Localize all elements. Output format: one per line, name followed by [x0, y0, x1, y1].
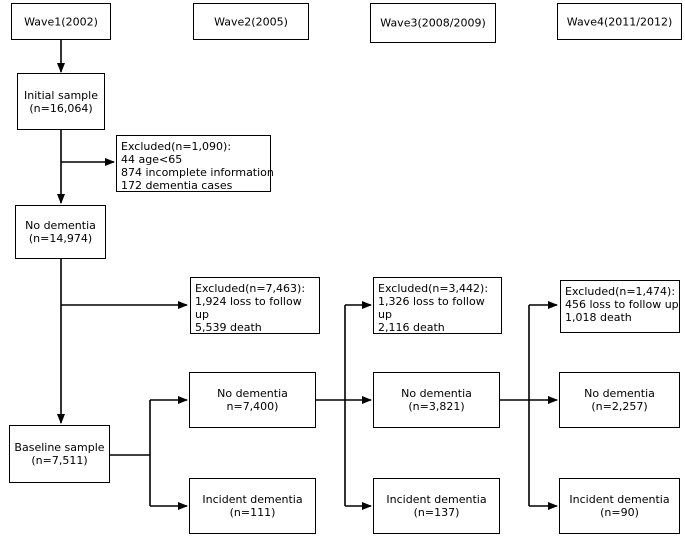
- incident-dementia-box-wave3: Incident dementia (n=137): [373, 478, 500, 534]
- wave-header-label: Wave4(2011/2012): [566, 15, 673, 28]
- box-line: (n=2,257): [591, 400, 648, 413]
- no-dementia-box-wave1: No dementia (n=14,974): [15, 205, 106, 259]
- box-line: Excluded(n=3,442):: [378, 282, 489, 295]
- box-line: (n=16,064): [29, 101, 93, 115]
- box-line: up: [378, 308, 392, 321]
- no-dementia-box-wave4: No dementia (n=2,257): [559, 372, 680, 428]
- wave-header-1: Wave1(2002): [11, 3, 111, 40]
- box-line: No dementia: [401, 387, 472, 400]
- box-line: 44 age<65: [121, 153, 183, 166]
- box-line: 874 incomplete information: [121, 166, 274, 179]
- box-line: 5,539 death: [195, 321, 262, 334]
- wave-header-label: Wave3(2008/2009): [380, 16, 486, 30]
- box-line: 1,924 loss to follow: [195, 295, 302, 308]
- wave-header-label: Wave1(2002): [24, 15, 98, 28]
- box-line: No dementia: [584, 387, 655, 400]
- box-line: No dementia: [25, 219, 96, 232]
- box-line: 172 dementia cases: [121, 179, 233, 192]
- baseline-sample-box: Baseline sample (n=7,511): [9, 425, 110, 483]
- box-line: 2,116 death: [378, 321, 445, 334]
- no-dementia-box-wave3: No dementia (n=3,821): [373, 372, 500, 428]
- no-dementia-box-wave2: No dementia n=7,400): [189, 372, 316, 428]
- excluded-box-1: Excluded(n=1,090): 44 age<65 874 incompl…: [116, 135, 274, 192]
- box-line: Incident dementia: [569, 493, 670, 506]
- box-line: (n=14,974): [28, 232, 93, 245]
- box-line: No dementia: [217, 387, 288, 400]
- box-line: Incident dementia: [202, 493, 303, 506]
- wave-header-label: Wave2(2005): [214, 15, 288, 28]
- box-line: Excluded(n=7,463):: [195, 282, 306, 295]
- incident-dementia-box-wave2: Incident dementia (n=111): [189, 478, 316, 534]
- initial-sample-box: Initial sample (n=16,064): [17, 73, 105, 130]
- box-line: up: [195, 308, 209, 321]
- wave-header-2: Wave2(2005): [193, 3, 309, 40]
- incident-dementia-box-wave4: Incident dementia (n=90): [559, 478, 680, 534]
- box-line: 1,326 loss to follow: [378, 295, 485, 308]
- excluded-box-3: Excluded(n=3,442): 1,326 loss to follow …: [373, 277, 502, 334]
- box-line: (n=7,511): [31, 454, 88, 467]
- box-line: n=7,400): [226, 400, 279, 413]
- box-line: 1,018 death: [565, 311, 632, 324]
- box-line: Incident dementia: [386, 493, 487, 506]
- excluded-box-4: Excluded(n=1,474): 456 loss to follow up…: [560, 280, 680, 333]
- box-line: (n=90): [600, 506, 639, 519]
- box-line: (n=3,821): [408, 400, 465, 413]
- box-line: Excluded(n=1,474):: [565, 285, 676, 298]
- wave-header-4: Wave4(2011/2012): [557, 3, 682, 40]
- box-line: (n=137): [413, 506, 460, 519]
- box-line: 456 loss to follow up: [565, 298, 679, 311]
- box-line: (n=111): [229, 506, 276, 519]
- wave-header-3: Wave3(2008/2009): [370, 3, 496, 43]
- box-line: Initial sample: [24, 88, 98, 102]
- box-line: Excluded(n=1,090):: [121, 140, 232, 153]
- box-line: Baseline sample: [14, 441, 105, 454]
- excluded-box-2: Excluded(n=7,463): 1,924 loss to follow …: [190, 277, 320, 334]
